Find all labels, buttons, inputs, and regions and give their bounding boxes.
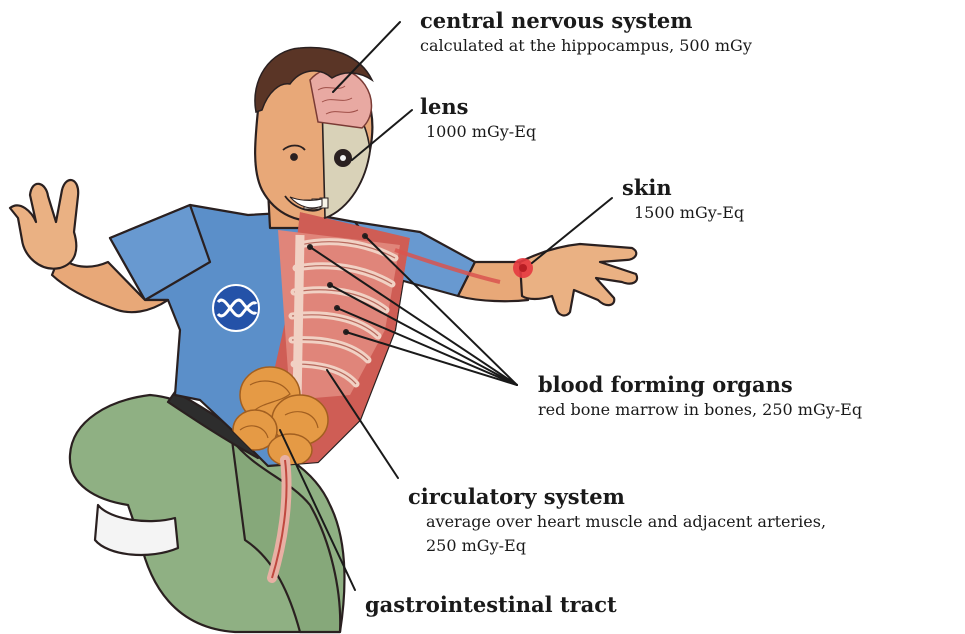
lens-title: lens — [420, 94, 536, 120]
bfo-label: blood forming organs red bone marrow in … — [538, 372, 862, 422]
shirt-logo — [213, 285, 259, 331]
bfo-detail: red bone marrow in bones, 250 mGy-Eq — [538, 398, 862, 422]
skin-label: skin 1500 mGy-Eq — [622, 175, 744, 225]
cns-detail: calculated at the hippocampus, 500 mGy — [420, 34, 752, 58]
circ-title: circulatory system — [408, 484, 826, 510]
gi-title: gastrointestinal tract — [365, 592, 617, 618]
circ-detail-line2: 250 mGy-Eq — [426, 534, 826, 558]
circ-label: circulatory system average over heart mu… — [408, 484, 826, 558]
cns-label: central nervous system calculated at the… — [420, 8, 752, 58]
gi-label: gastrointestinal tract — [365, 592, 617, 618]
left-hand — [10, 180, 78, 269]
skin-detail: 1500 mGy-Eq — [634, 201, 744, 225]
brain — [310, 68, 371, 128]
right-hand — [520, 244, 637, 315]
bfo-title: blood forming organs — [538, 372, 862, 398]
skin-title: skin — [622, 175, 744, 201]
lens-detail: 1000 mGy-Eq — [426, 120, 536, 144]
lens-label: lens 1000 mGy-Eq — [420, 94, 536, 144]
cns-title: central nervous system — [420, 8, 752, 34]
circ-detail-line1: average over heart muscle and adjacent a… — [426, 510, 826, 534]
